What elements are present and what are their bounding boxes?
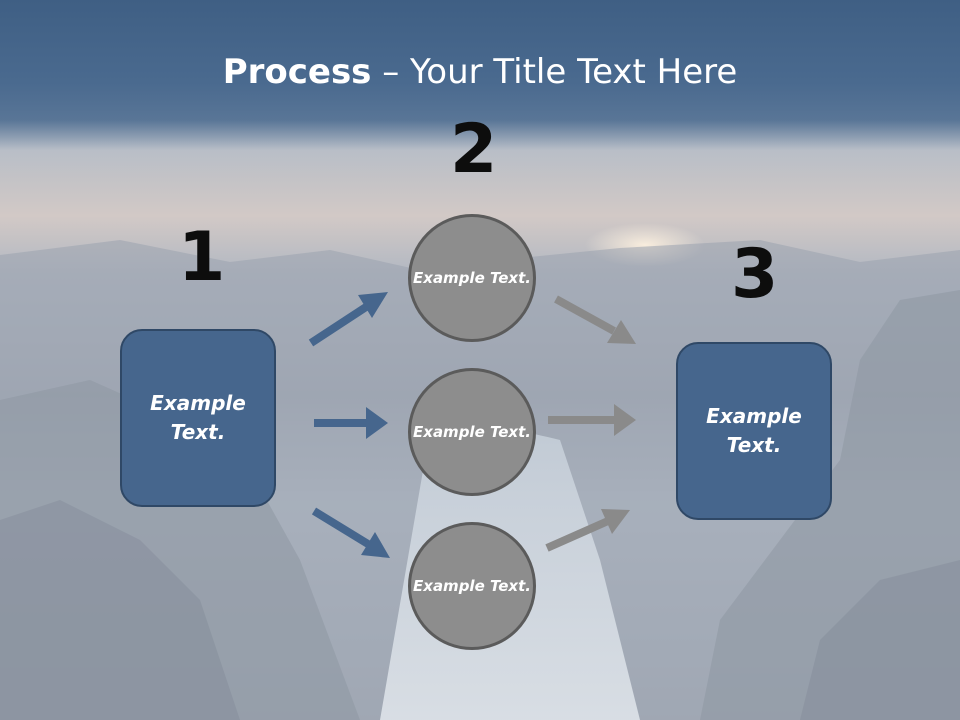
arrow-box1-to-circle-top <box>308 292 388 347</box>
title-band <box>0 0 960 150</box>
title-bold: Process <box>222 52 372 92</box>
arrow-box1-to-circle-bottom <box>311 507 390 558</box>
arrow-box1-to-circle-middle <box>314 407 388 439</box>
circle-bottom[interactable]: Example Text. <box>408 522 536 650</box>
arrow-circle-top-to-box3 <box>554 295 636 344</box>
step-box-3-text: Example Text. <box>706 404 802 457</box>
step-box-1[interactable]: Example Text. <box>120 329 276 507</box>
step-box-3[interactable]: Example Text. <box>676 342 832 520</box>
circle-middle-text: Example Text. <box>413 422 531 441</box>
circle-bottom-text: Example Text. <box>413 576 531 595</box>
step-box-1-text: Example Text. <box>150 391 246 444</box>
circle-middle[interactable]: Example Text. <box>408 368 536 496</box>
arrow-circle-middle-to-box3 <box>548 404 636 436</box>
step-number-2: 2 <box>450 110 498 189</box>
step-number-3: 3 <box>731 235 779 314</box>
step-number-1: 1 <box>178 218 226 297</box>
circle-top[interactable]: Example Text. <box>408 214 536 342</box>
slide-title: Process – Your Title Text Here <box>0 52 960 92</box>
title-rest: – Your Title Text Here <box>371 52 738 92</box>
circle-top-text: Example Text. <box>413 268 531 287</box>
arrow-circle-bottom-to-box3 <box>545 509 630 552</box>
